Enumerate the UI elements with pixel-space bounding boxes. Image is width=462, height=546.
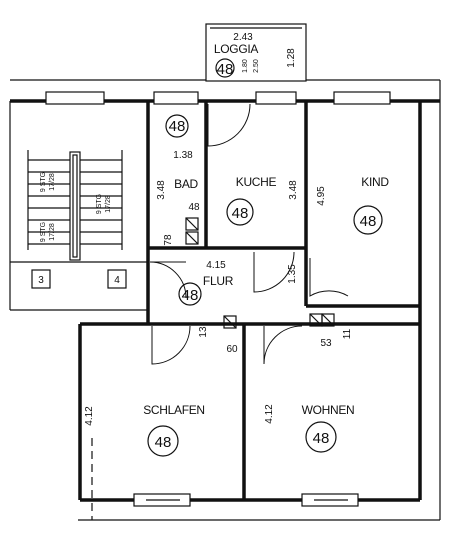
wohnen-label: WOHNEN	[302, 403, 355, 417]
kind-dim: 4.95	[316, 186, 327, 206]
stair-label-b2: 17/28	[49, 223, 56, 241]
bad-label: BAD	[174, 177, 198, 191]
flur-label: FLUR	[203, 274, 234, 288]
bad-dim-a: 1.38	[173, 150, 193, 161]
loggia-code: 48	[217, 61, 234, 78]
bad-dim-d: 78	[163, 234, 174, 246]
loggia-dim-side: 1.28	[286, 48, 297, 68]
bad-dim-b: 3.48	[156, 180, 167, 200]
unit-3-box	[31, 269, 51, 289]
stair-label-a2: 9 STG	[40, 222, 47, 242]
wohnen-dim-b: 53	[320, 338, 332, 349]
wohnen-code: 48	[313, 430, 330, 447]
bad-dim-c: 48	[188, 202, 200, 213]
kind-code: 48	[360, 213, 377, 230]
unit-3-label: 3	[38, 275, 44, 286]
flur-dim-a: 4.15	[206, 260, 226, 271]
kind-label: KIND	[361, 175, 389, 189]
stairwell	[27, 150, 127, 289]
bad-code: 48	[169, 118, 186, 135]
kueche-code: 48	[232, 205, 249, 222]
loggia-sub-b: 2.50	[253, 59, 260, 73]
schlafen-dim-a: 4.12	[84, 406, 95, 426]
stair-label-b3: 17/28	[105, 195, 112, 213]
schlafen-code: 48	[155, 434, 172, 451]
wohnen-dim-c: 11	[342, 328, 353, 339]
unit-4-box	[107, 269, 127, 289]
area-circles	[147, 58, 383, 457]
schlafen-label: SCHLAFEN	[143, 403, 205, 417]
stair-label-b1: 17/28	[49, 173, 56, 191]
unit-4-label: 4	[114, 275, 120, 286]
stair-label-a3: 9 STG	[96, 194, 103, 214]
stair-treads	[28, 159, 122, 245]
doors	[149, 103, 349, 365]
kueche-dim: 3.48	[288, 180, 299, 200]
kueche-label: KUCHE	[236, 175, 277, 189]
schlafen-dim-c: 13	[198, 326, 209, 338]
flur-code: 48	[182, 287, 199, 304]
loggia-dim-top: 2.43	[233, 32, 253, 43]
flur-dim-b: 1.35	[287, 264, 298, 284]
loggia-label: LOGGIA	[214, 42, 259, 56]
wohnen-dim-a: 4.12	[264, 404, 275, 424]
loggia-sub-a: 1.80	[242, 59, 249, 73]
stair-label-a1: 9 STG	[40, 172, 47, 192]
meter-boxes	[185, 217, 335, 329]
schlafen-dim-b: 60	[226, 344, 238, 355]
windows	[45, 91, 391, 507]
